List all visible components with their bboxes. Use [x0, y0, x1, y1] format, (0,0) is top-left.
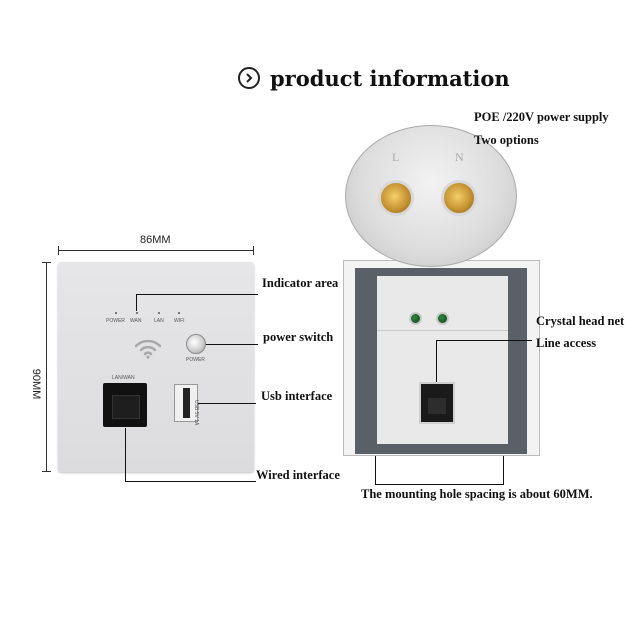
left-terminal-led — [409, 312, 422, 325]
callout-power-switch: power switch — [263, 330, 334, 344]
line-access-leader-horizontal — [436, 340, 532, 341]
indicator-label-power: POWER — [106, 318, 125, 324]
callout-crystal-head: Crystal head net — [536, 314, 625, 328]
terminal-zoom-view — [345, 125, 517, 267]
height-dimension-tick-top — [42, 262, 51, 263]
height-dimension-label: 90MM — [30, 368, 42, 400]
indicator-leader-vertical — [136, 294, 137, 311]
callout-two-options: Two options — [474, 133, 539, 147]
width-dimension-label: 86MM — [140, 234, 171, 246]
wired-leader-horizontal — [125, 481, 256, 482]
terminal-screw-n — [441, 180, 477, 216]
indicator-label-wifi: WIFI — [174, 318, 185, 324]
callout-mounting-spacing: The mounting hole spacing is about 60MM. — [361, 487, 593, 501]
wired-leader-vertical — [125, 428, 126, 482]
wifi-icon — [133, 336, 163, 360]
callout-wired-interface: Wired interface — [256, 468, 340, 482]
lan-led — [158, 312, 160, 314]
mounting-leader-left — [375, 456, 376, 484]
line-access-leader-vertical — [436, 340, 437, 382]
indicator-leader-horizontal — [136, 294, 258, 295]
page-title: product information — [270, 65, 510, 91]
mounting-leader-horizontal — [375, 484, 504, 485]
power-leader — [206, 344, 258, 345]
callout-poe-supply: POE /220V power supply — [474, 110, 609, 124]
back-module-divider — [377, 330, 508, 331]
width-dimension-tick-right — [253, 246, 254, 255]
usb-port-tongue — [183, 388, 190, 418]
width-dimension-line — [58, 250, 254, 251]
ethernet-port-slot — [112, 395, 140, 419]
callout-line-access: Line access — [536, 336, 597, 350]
power-button-label: POWER — [186, 357, 205, 363]
port-label: LAN/WAN — [112, 375, 135, 381]
height-dimension-line — [46, 262, 47, 472]
indicator-label-lan: LAN — [154, 318, 164, 324]
chevron-right-circle-icon — [238, 67, 260, 89]
wifi-led — [178, 312, 180, 314]
callout-indicator-area: Indicator area — [262, 276, 339, 290]
terminal-label-n: N — [455, 150, 464, 164]
right-terminal-led — [436, 312, 449, 325]
width-dimension-tick-left — [58, 246, 59, 255]
front-panel — [58, 262, 254, 472]
callout-usb-interface: Usb interface — [261, 389, 333, 403]
wan-led — [136, 312, 138, 314]
height-dimension-tick-bottom — [42, 471, 51, 472]
terminal-screw-l — [378, 180, 414, 216]
power-led — [115, 312, 117, 314]
back-network-jack[interactable] — [419, 382, 455, 424]
terminal-label-l: L — [392, 150, 400, 164]
back-network-jack-slot — [428, 398, 446, 414]
power-button[interactable] — [186, 334, 206, 354]
title-bar: product information — [238, 62, 510, 94]
mounting-leader-right — [503, 456, 504, 484]
usb-leader — [198, 403, 256, 404]
indicator-label-wan: WAN — [130, 318, 142, 324]
